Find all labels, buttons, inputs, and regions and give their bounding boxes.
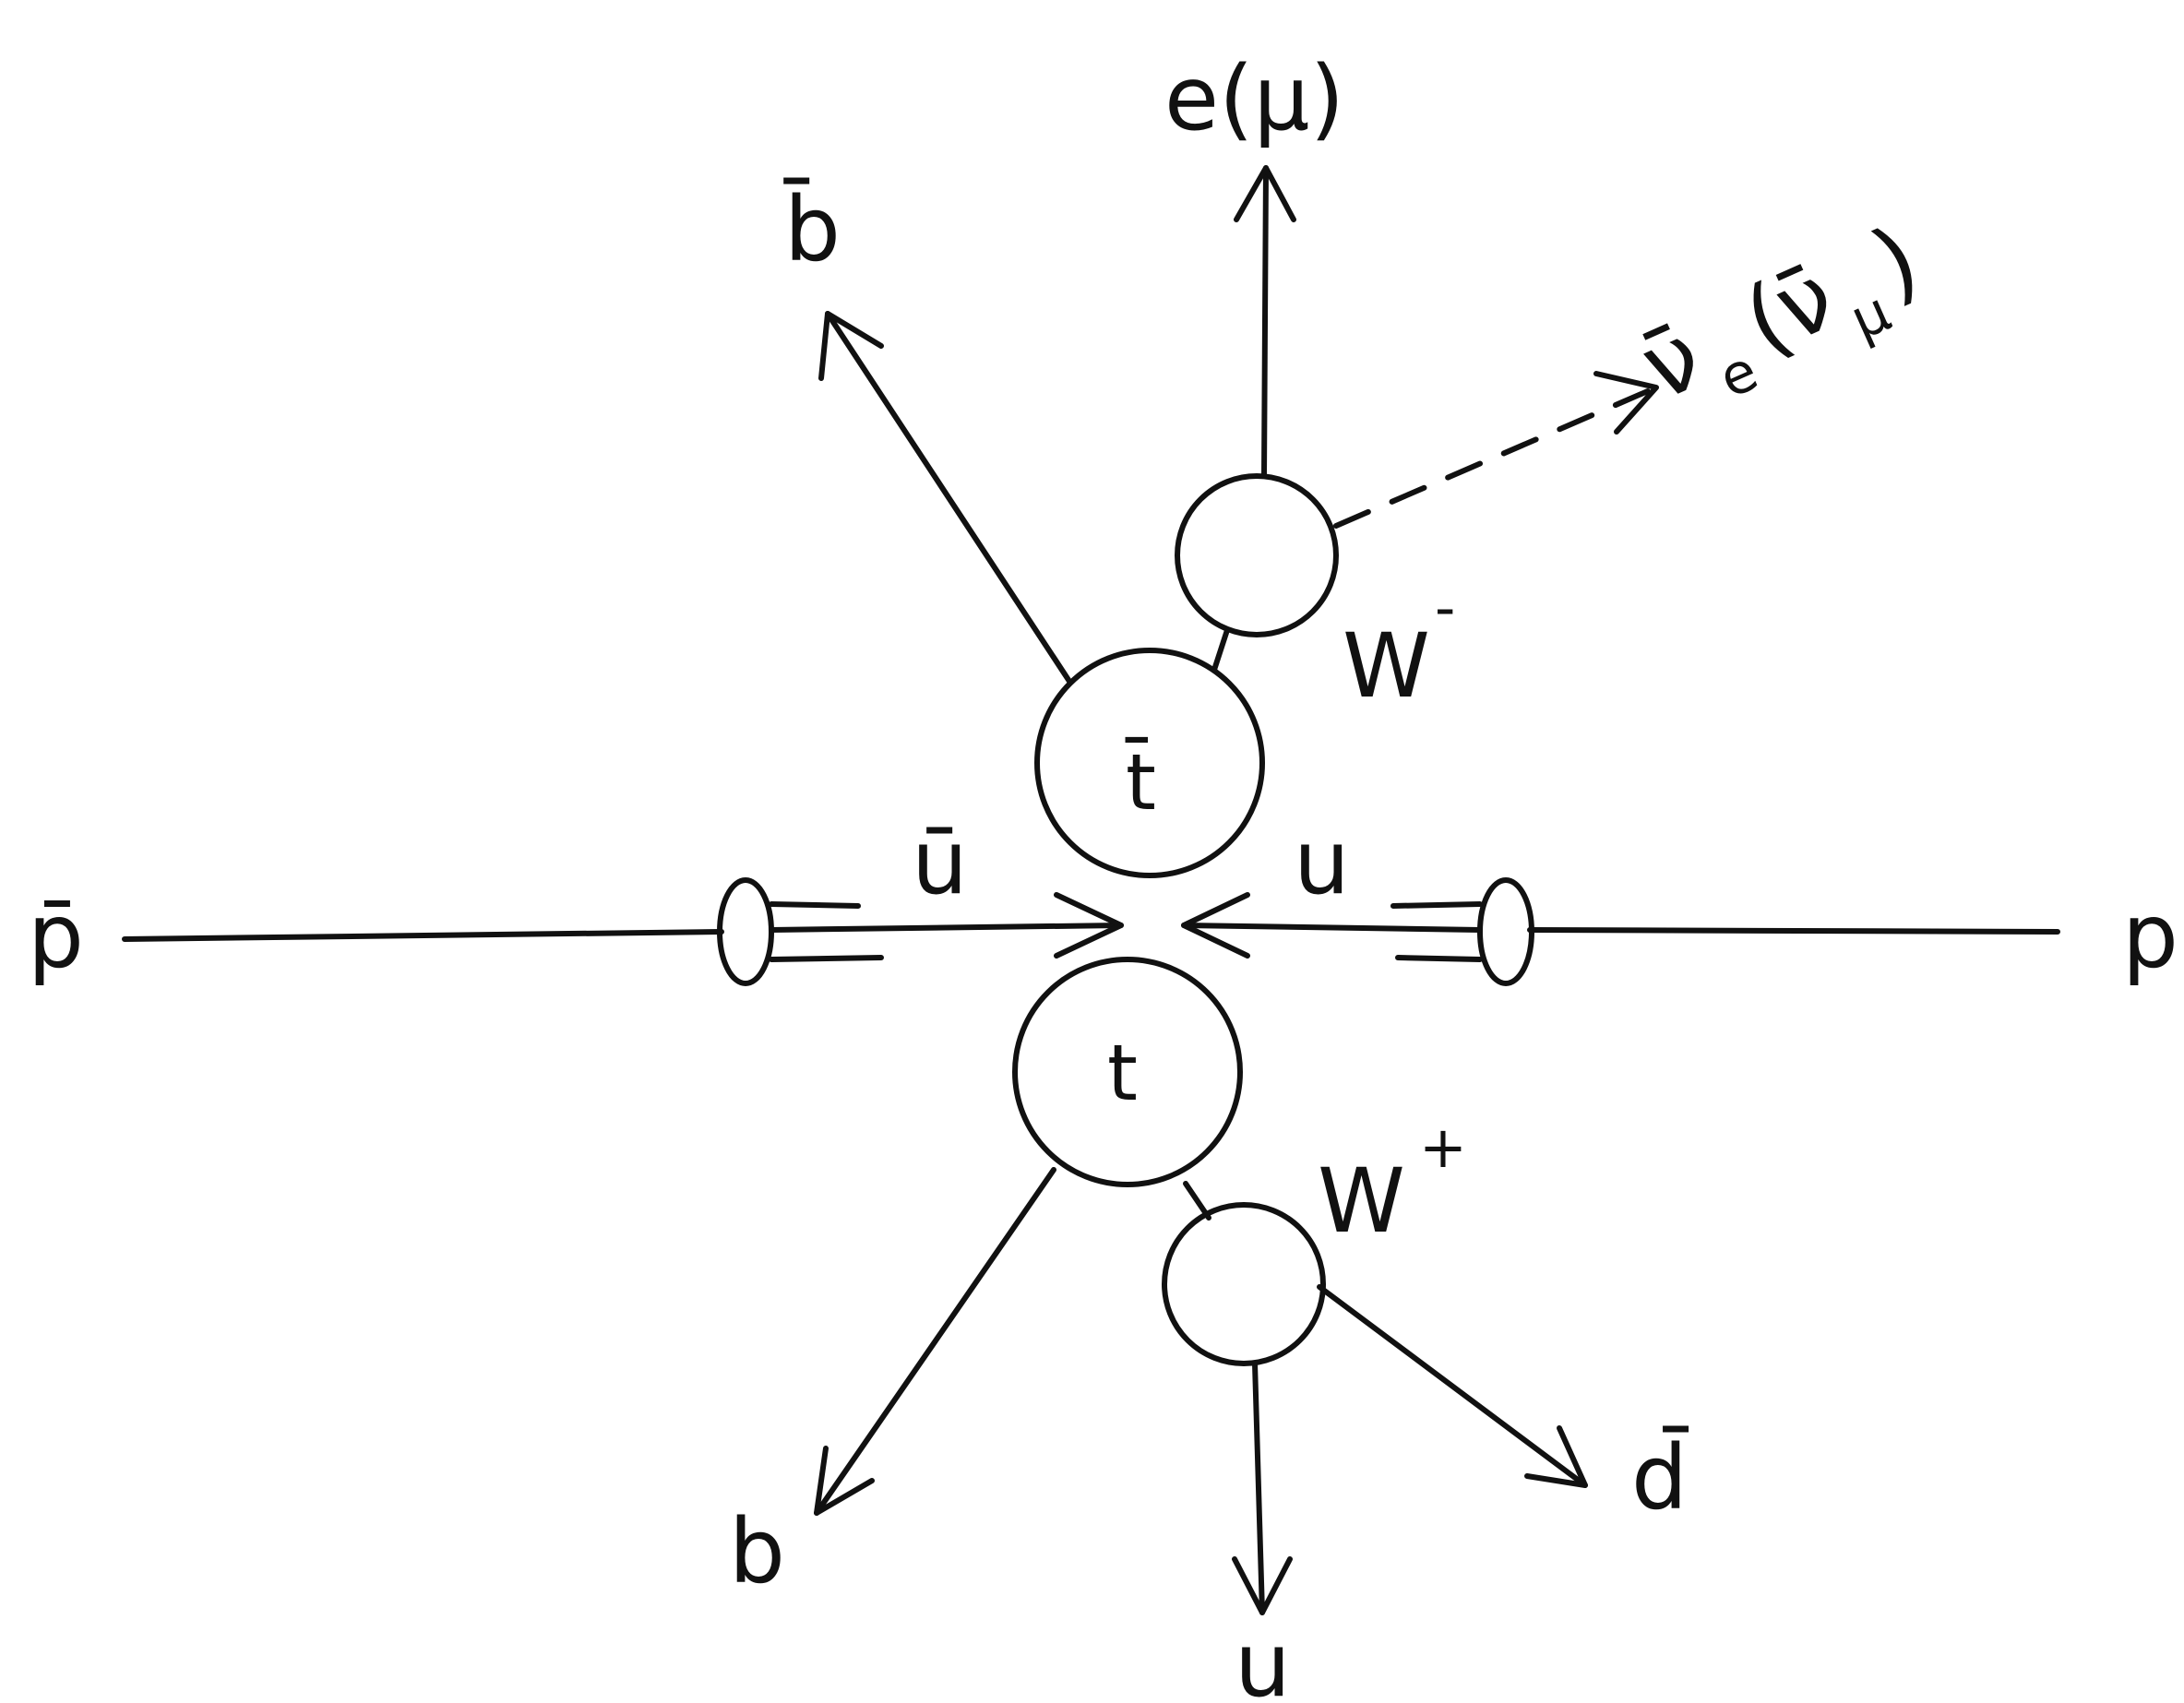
proton-blob: [1477, 877, 1534, 986]
w-minus-circle: [1175, 473, 1339, 637]
antiproton-beam: [122, 877, 1124, 986]
label-w-plus-sup: +: [1419, 1114, 1467, 1181]
lepton-line: [1234, 165, 1296, 479]
label-antitop: t̄: [1125, 737, 1156, 828]
proton-beam: [1181, 877, 2060, 986]
label-neutrino-e: e: [1710, 339, 1767, 411]
antiproton-blob: [717, 877, 774, 986]
antitop-circle: [1034, 648, 1265, 878]
antiquark-arrowhead: [1054, 892, 1124, 959]
quark-u-line: [1181, 923, 1483, 933]
label-w-minus-sup: -: [1435, 574, 1455, 641]
d-bar-jet: [1317, 1284, 1588, 1488]
label-p: p: [2122, 885, 2178, 988]
u-jet: [1232, 1361, 1293, 1615]
label-w-minus: W -: [1343, 574, 1455, 718]
label-w-minus-base: W: [1343, 614, 1430, 718]
antitop-to-w-minus: [1211, 627, 1230, 673]
label-u-outgoing: u: [1235, 1614, 1291, 1703]
label-b: b: [729, 1500, 785, 1603]
w-plus-circle: [1162, 1202, 1326, 1366]
neutrino-line: [1333, 371, 1659, 529]
label-u-incoming: u: [1294, 811, 1350, 914]
antiquark-u-bar-line: [769, 923, 1124, 933]
label-d-bar: d̄: [1631, 1426, 1689, 1530]
label-lepton: e(μ): [1164, 47, 1344, 150]
label-top: t: [1107, 1028, 1138, 1118]
label-u-bar: ū: [912, 811, 968, 914]
b-bar-jet: [818, 311, 1073, 685]
label-w-plus-base: W: [1318, 1149, 1405, 1253]
label-b-bar: b̄: [783, 178, 841, 281]
label-neutrino: ν̄ e ( ν̄ μ ): [1626, 205, 1934, 422]
label-p-bar: p̄: [28, 885, 84, 988]
top-circle: [1012, 957, 1243, 1187]
b-jet: [814, 1167, 1056, 1516]
quark-arrowhead: [1181, 892, 1250, 959]
label-w-plus: W +: [1318, 1114, 1467, 1253]
